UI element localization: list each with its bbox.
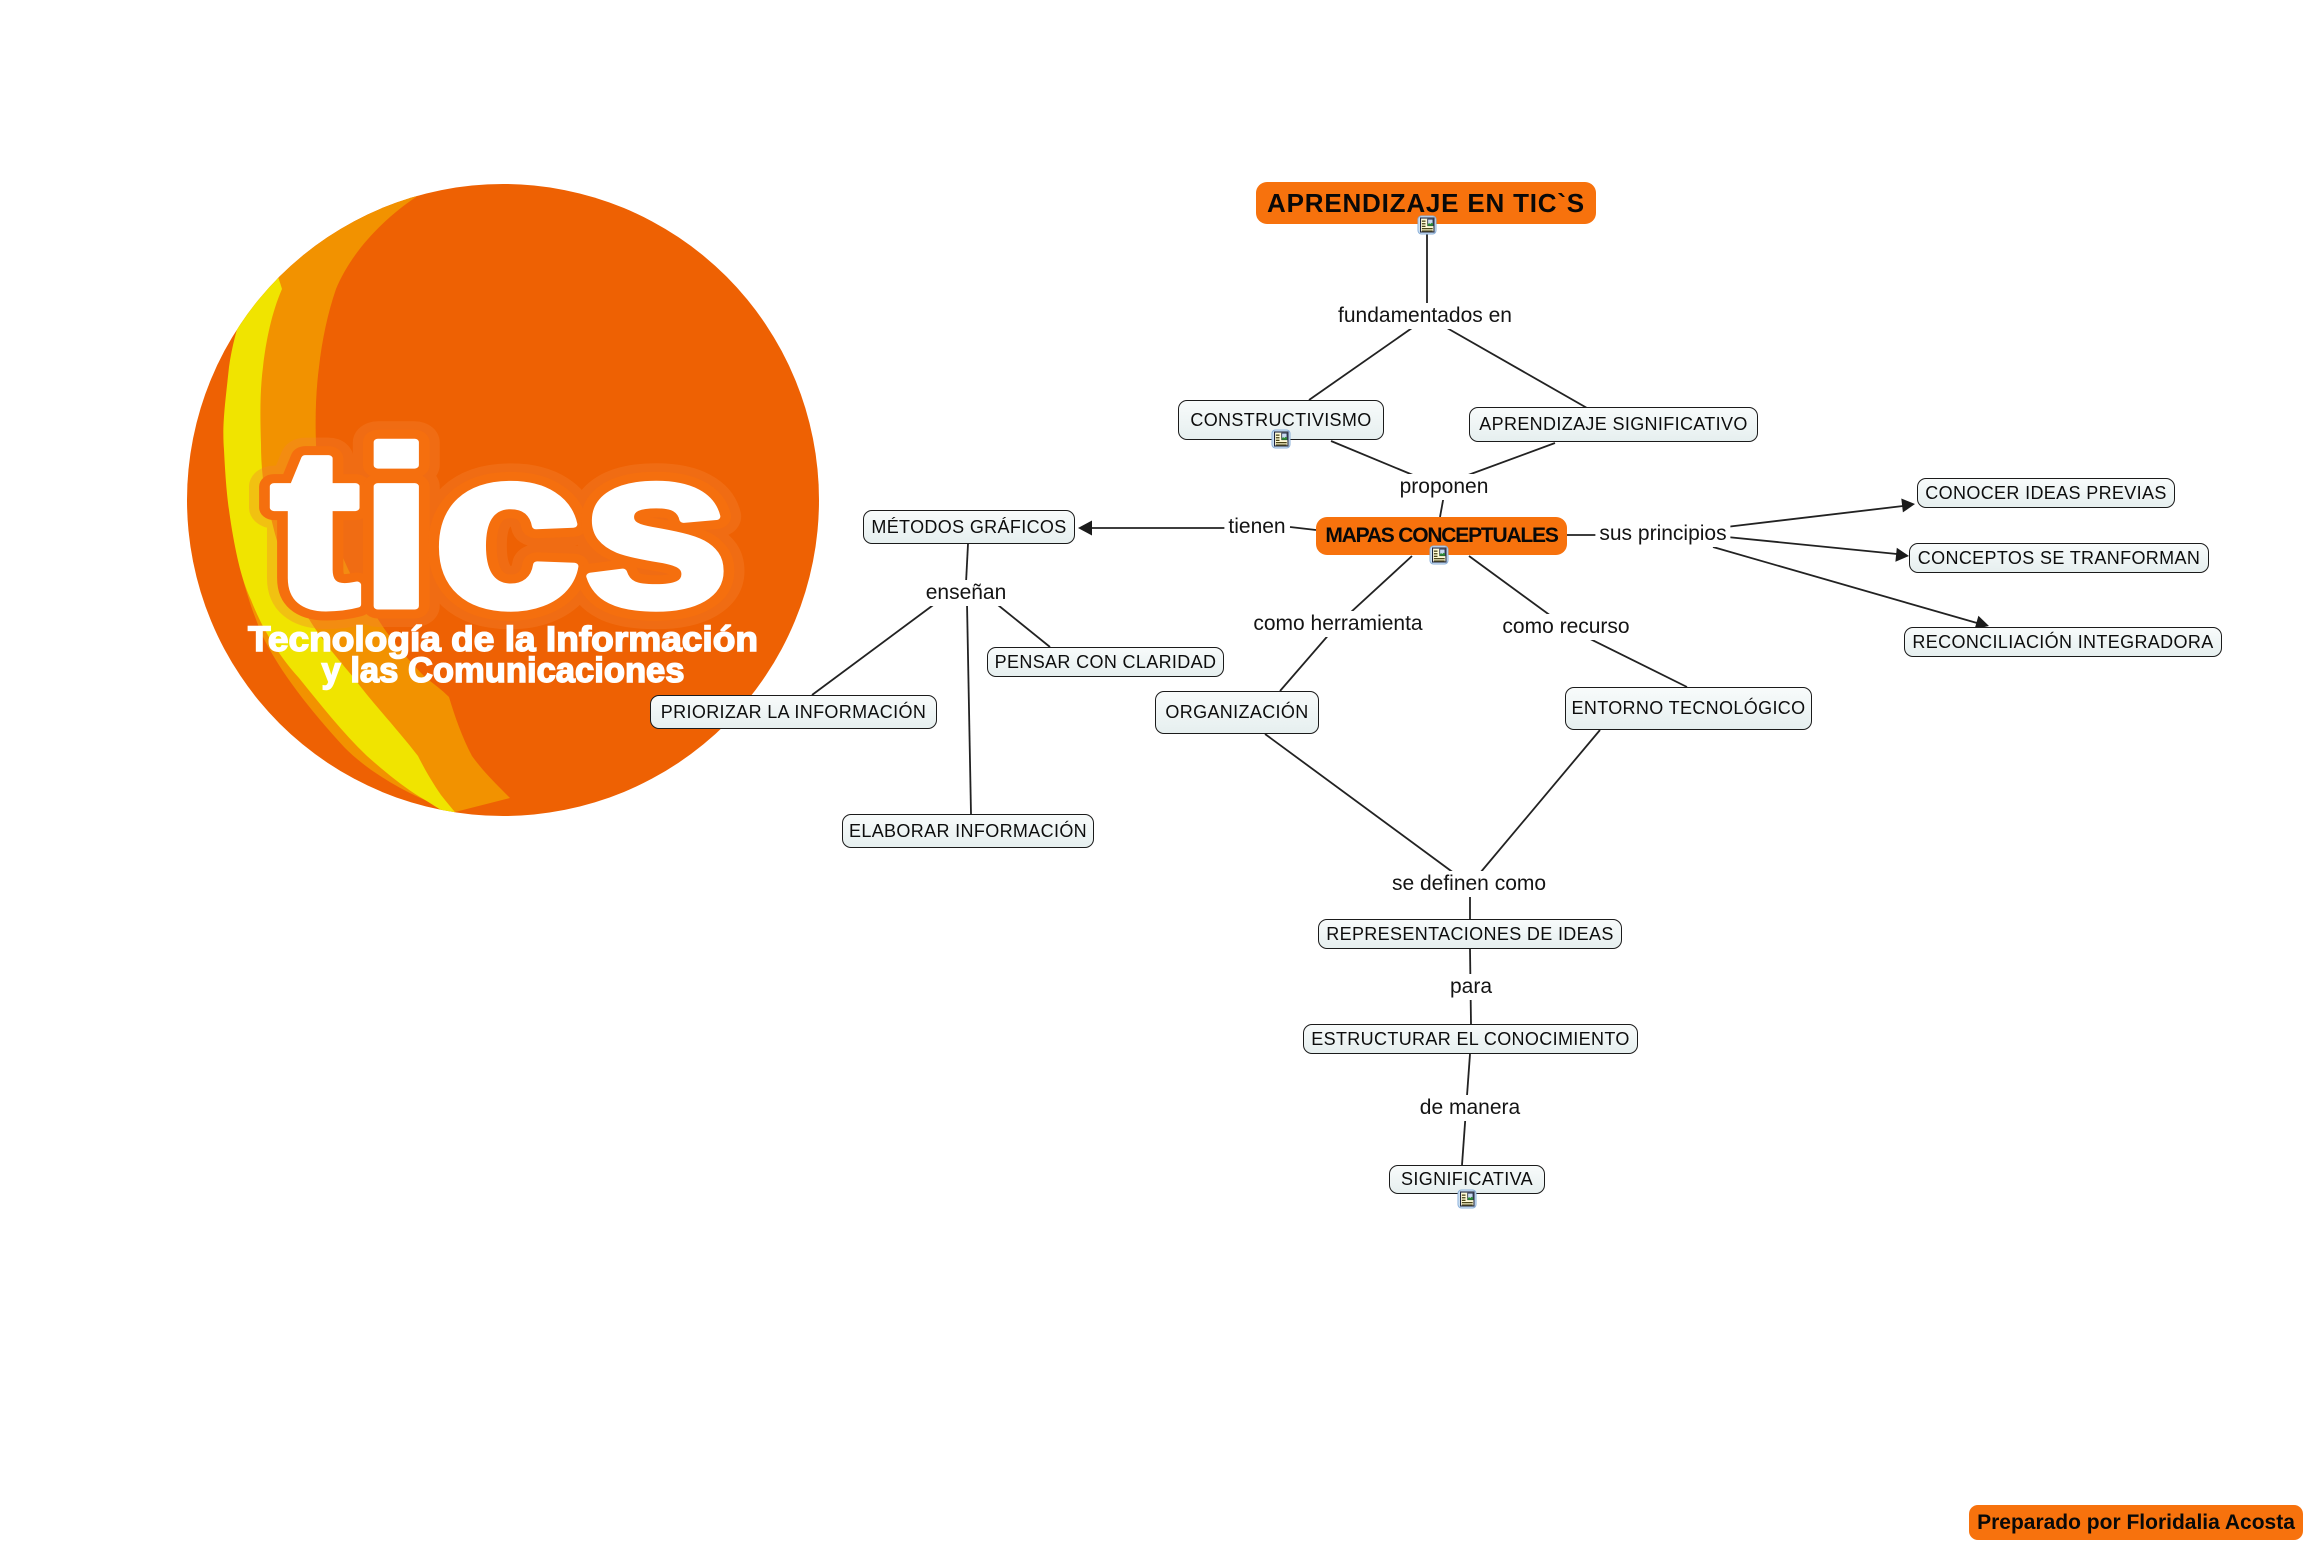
svg-text:Tecnología de la Información: Tecnología de la Información: [248, 620, 758, 659]
svg-text:tics: tics: [271, 401, 730, 654]
svg-text:tics: tics: [271, 401, 730, 654]
svg-text:y las Comunicaciones: y las Comunicaciones: [322, 651, 685, 690]
svg-text:tics: tics: [271, 401, 730, 654]
